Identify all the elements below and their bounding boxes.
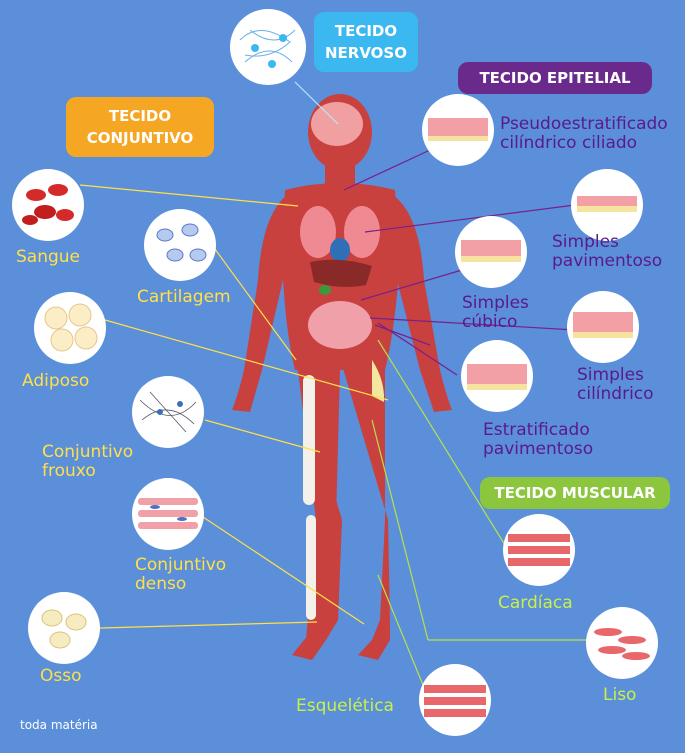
header-tecido-nervoso: TECIDO NERVOSO — [314, 12, 418, 72]
sangue-circle — [12, 169, 84, 241]
label-cartilagem: Cartilagem — [137, 287, 231, 307]
label-osso: Osso — [40, 666, 82, 686]
header-tecido-conjuntivo: TECIDO CONJUNTIVO — [66, 97, 214, 157]
simples-pavimentoso-circle — [571, 169, 643, 241]
cartilagem-circle — [144, 209, 216, 281]
header-tecido-epitelial: TECIDO EPITELIAL — [458, 62, 652, 94]
label-esqueletica: Esquelética — [296, 696, 394, 716]
simples-cilindrico-circle — [567, 291, 639, 363]
label-simples-cubico: Simples cúbico — [462, 293, 529, 332]
nervoso-connector — [294, 81, 339, 125]
epitelial-connectors — [343, 149, 576, 376]
label-simples-cilindrico: Simples cilíndrico — [577, 365, 654, 404]
label-conjuntivo-frouxo: Conjuntivo frouxo — [42, 442, 134, 481]
conjuntivo-connectors — [79, 184, 389, 629]
label-pseudoestratificado: Pseudoestratificado cilíndrico ciliado — [500, 114, 668, 153]
label-sangue: Sangue — [16, 247, 81, 267]
label-adiposo: Adiposo — [22, 371, 90, 391]
label-cardiaca: Cardíaca — [498, 593, 573, 613]
header-tecido-nervoso-text: TECIDO NERVOSO — [324, 22, 407, 62]
conjuntivo-frouxo-circle — [132, 376, 204, 448]
brand-logo: toda matéria — [20, 718, 98, 732]
osso-circle — [28, 592, 100, 664]
nervoso-circle — [230, 9, 306, 85]
conjuntivo-denso-circle — [132, 478, 204, 550]
adiposo-circle — [34, 292, 106, 364]
header-tecido-muscular: TECIDO MUSCULAR — [480, 477, 670, 509]
liso-circle — [586, 607, 658, 679]
human-body-figure — [232, 94, 452, 660]
esqueletica-circle — [419, 664, 491, 736]
tissue-circles — [12, 9, 658, 736]
label-simples-pavimentoso: Simples pavimentoso — [552, 232, 663, 271]
cardiaca-circle — [503, 514, 575, 586]
simples-cubico-circle — [455, 216, 527, 288]
muscular-connectors — [371, 339, 590, 691]
label-liso: Liso — [603, 685, 637, 705]
label-conjuntivo-denso: Conjuntivo denso — [135, 555, 227, 594]
estratificado-pavimentoso-circle — [461, 340, 533, 412]
label-estratificado-pavimentoso: Estratificado pavimentoso — [483, 420, 594, 459]
header-tecido-muscular-text: TECIDO MUSCULAR — [494, 484, 656, 502]
pseudoestratificado-circle — [422, 94, 494, 166]
header-tecido-epitelial-text: TECIDO EPITELIAL — [479, 69, 631, 87]
header-tecido-conjuntivo-text: TECIDO CONJUNTIVO — [86, 107, 194, 147]
